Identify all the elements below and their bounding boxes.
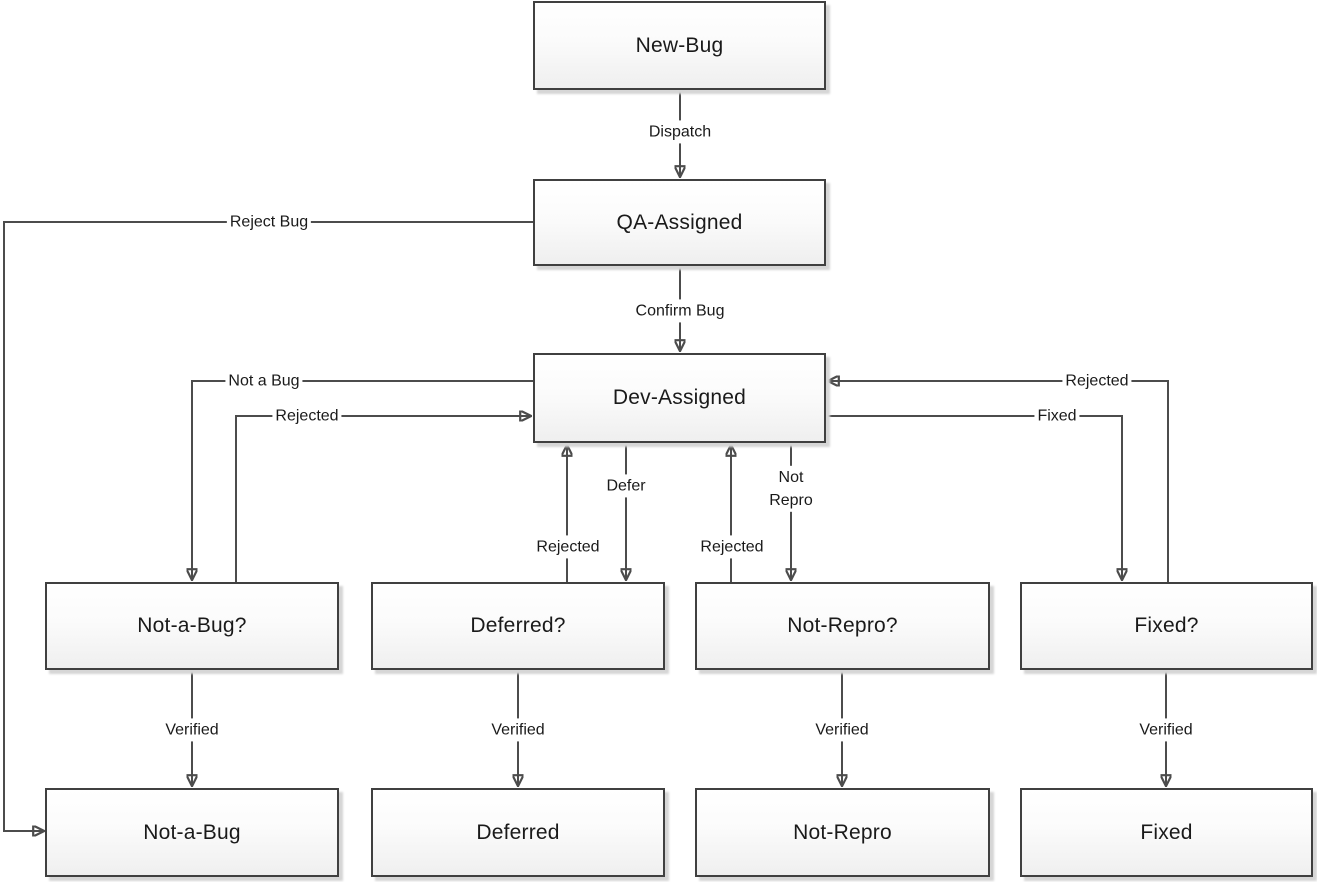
node-label: Dev-Assigned xyxy=(612,386,747,409)
edge-label-reject-bug: Reject Bug xyxy=(226,210,312,234)
node-new-bug: New-Bug xyxy=(533,1,826,90)
node-deferred-question: Deferred? xyxy=(371,582,665,670)
edge-label-confirm-bug: Confirm Bug xyxy=(632,299,728,323)
node-not-a-bug: Not-a-Bug xyxy=(45,788,339,877)
node-label: New-Bug xyxy=(635,33,724,57)
edge-label-not-repro: Not Repro xyxy=(761,465,821,513)
node-label: Fixed xyxy=(1140,820,1193,844)
edge-label-verified-not-a-bug: Verified xyxy=(162,718,222,742)
connector-fixed xyxy=(826,415,1122,578)
edge-label-rejected-from-not-repro: Rejected xyxy=(697,535,767,559)
connector-rejected-from-fixed xyxy=(830,381,1169,582)
node-fixed-question: Fixed? xyxy=(1020,582,1313,670)
node-label: Not-Repro? xyxy=(787,614,898,637)
node-not-a-bug-question: Not-a-Bug? xyxy=(45,582,339,670)
node-label: Not-a-Bug? xyxy=(137,614,247,637)
node-not-repro: Not-Repro xyxy=(695,788,990,877)
edge-label-verified-deferred: Verified xyxy=(488,718,548,742)
edge-label-defer: Defer xyxy=(603,474,649,498)
connector-not-a-bug xyxy=(192,380,533,578)
node-label: Deferred xyxy=(476,820,560,844)
node-label: Deferred? xyxy=(470,614,566,637)
node-not-repro-question: Not-Repro? xyxy=(695,582,990,670)
edge-label-rejected-from-fixed: Rejected xyxy=(1062,369,1132,393)
edge-label-fixed: Fixed xyxy=(1034,404,1080,428)
edge-label-verified-not-repro: Verified xyxy=(812,718,872,742)
connector-rejected-from-not-a-bug xyxy=(235,416,529,582)
edge-label-rejected-from-deferred: Rejected xyxy=(533,535,603,559)
node-qa-assigned: QA-Assigned xyxy=(533,179,826,266)
connector-reject-bug xyxy=(3,221,533,831)
edge-label-verified-fixed: Verified xyxy=(1136,718,1196,742)
node-deferred: Deferred xyxy=(371,788,665,877)
edge-label-rejected-from-not-a-bug: Rejected xyxy=(272,404,342,428)
edge-label-dispatch: Dispatch xyxy=(645,120,715,144)
node-label: QA-Assigned xyxy=(616,210,743,234)
node-fixed: Fixed xyxy=(1020,788,1313,877)
node-label: Not-a-Bug xyxy=(143,820,241,844)
edge-label-not-a-bug: Not a Bug xyxy=(225,369,303,393)
node-dev-assigned: Dev-Assigned xyxy=(533,353,826,443)
node-label: Fixed? xyxy=(1134,614,1199,637)
node-label: Not-Repro xyxy=(793,820,892,844)
